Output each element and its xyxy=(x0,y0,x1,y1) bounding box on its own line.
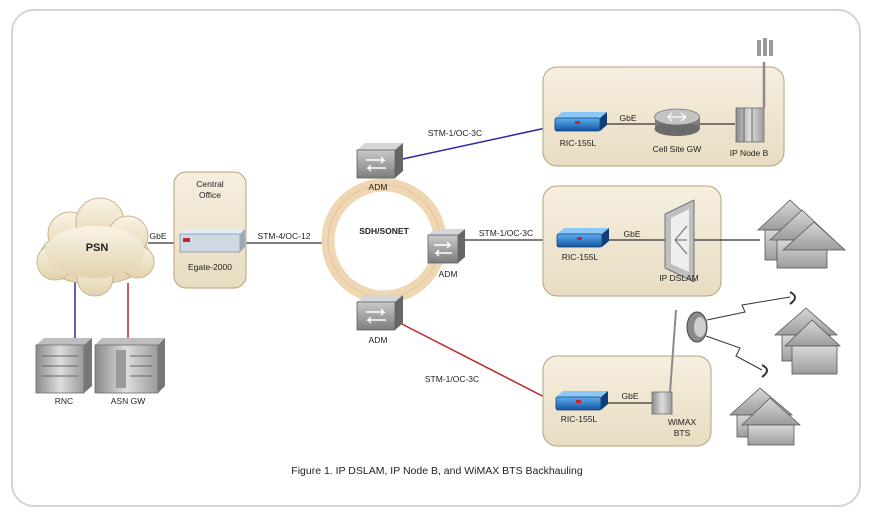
wimax-label-1: WiMAX xyxy=(668,417,697,427)
asn-gw-server: ASN GW xyxy=(94,338,165,406)
ip-dslam-label: IP DSLAM xyxy=(659,273,699,283)
gbe-mid-label: GbE xyxy=(623,229,640,239)
rnc-server: RNC xyxy=(35,338,92,406)
ric-mid-label: RIC-155L xyxy=(562,252,599,262)
adm-top: ADM xyxy=(356,143,403,192)
adm-bottom: ADM xyxy=(356,295,403,345)
ric-bottom-label: RIC-155L xyxy=(561,414,598,424)
links xyxy=(74,125,557,404)
psn-label: PSN xyxy=(86,242,109,254)
houses-wimax xyxy=(728,307,842,446)
gbe-psn-label: GbE xyxy=(149,231,166,241)
cell-site-gw-label: Cell Site GW xyxy=(653,144,702,154)
houses-dslam xyxy=(756,199,847,269)
adm-top-ric-link xyxy=(397,125,556,161)
central-office-panel: Central Office Egate-2000 xyxy=(173,171,247,289)
stm1-mid-label: STM-1/OC-3C xyxy=(479,228,533,238)
sdh-sonet-label: SDH/SONET xyxy=(359,226,409,236)
cell-site-panel: RIC-155L GbE Cell Site GW IP Node B xyxy=(542,38,785,167)
cell-site-gw-router xyxy=(654,108,700,136)
wimax-panel: RIC-155L GbE WiMAX BTS xyxy=(542,309,712,447)
ip-dslam-device xyxy=(664,199,695,283)
adm-bottom-ric-link xyxy=(397,321,557,404)
stm1-top-label: STM-1/OC-3C xyxy=(428,128,482,138)
adm-bottom-label: ADM xyxy=(369,335,388,345)
ric-top-device xyxy=(554,112,607,132)
central-office-label-1: Central xyxy=(196,179,224,189)
ip-node-b-label: IP Node B xyxy=(730,148,769,158)
wimax-label-2: BTS xyxy=(674,428,691,438)
adm-top-label: ADM xyxy=(369,182,388,192)
psn-cloud: PSN xyxy=(36,197,155,297)
rnc-label: RNC xyxy=(55,396,73,406)
stm4-label: STM-4/OC-12 xyxy=(258,231,311,241)
gbe-bottom-label: GbE xyxy=(621,391,638,401)
egate-label: Egate-2000 xyxy=(188,262,232,272)
ric-bottom-device xyxy=(555,391,608,411)
wimax-bts-device xyxy=(651,309,677,415)
dslam-panel: RIC-155L GbE IP DSLAM xyxy=(542,185,760,297)
ric-top-label: RIC-155L xyxy=(560,138,597,148)
central-office-label-2: Office xyxy=(199,190,221,200)
figure-caption: Figure 1. IP DSLAM, IP Node B, and WiMAX… xyxy=(291,465,583,477)
gbe-top-label: GbE xyxy=(619,113,636,123)
adm-right: ADM xyxy=(427,229,465,279)
wimax-antenna xyxy=(686,291,796,378)
asn-gw-label: ASN GW xyxy=(111,396,145,406)
ip-node-b xyxy=(735,38,773,143)
stm1-bottom-label: STM-1/OC-3C xyxy=(425,374,479,384)
ric-mid-device xyxy=(556,228,609,248)
adm-right-label: ADM xyxy=(439,269,458,279)
